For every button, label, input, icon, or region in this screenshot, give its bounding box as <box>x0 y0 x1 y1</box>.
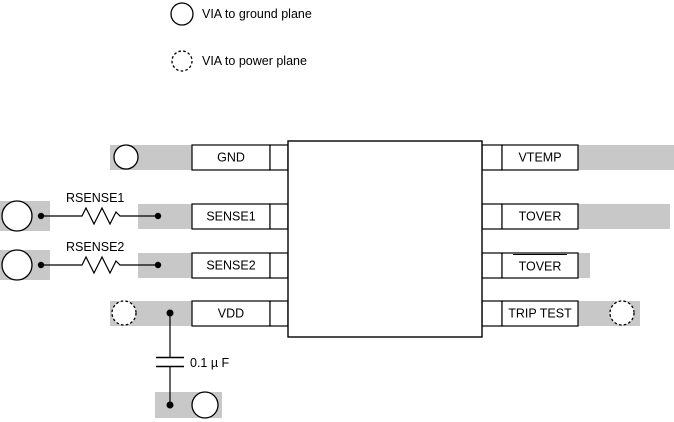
via-ground-gnd-pin <box>113 144 139 170</box>
junction-dot-rsense2-right <box>154 261 162 269</box>
pin-box-gnd <box>191 144 271 171</box>
pin-stub-tover-bar <box>481 252 503 279</box>
pin-stub-tover <box>481 203 503 230</box>
trace-tover-bar <box>578 253 590 278</box>
pin-box-sense1 <box>191 203 271 230</box>
pin-stub-vdd <box>269 300 289 327</box>
pin-box-trip-test <box>501 300 579 327</box>
junction-dot-capacitor-ground <box>166 401 174 409</box>
via-ground-icon <box>170 2 194 26</box>
via-power-icon <box>171 50 193 72</box>
ref-label-rsense1: RSENSE1 <box>66 191 124 205</box>
pin-box-tover <box>501 203 579 230</box>
ic-body <box>287 140 483 338</box>
pin-label-trip-test: TRIP TEST <box>508 306 572 320</box>
junction-dot-rsense1-right <box>154 212 162 220</box>
pin-box-tover-bar <box>501 252 579 279</box>
pin-label-sense1: SENSE1 <box>206 209 255 223</box>
pin-label-vtemp: VTEMP <box>518 150 561 164</box>
pin-box-vtemp <box>501 144 579 171</box>
trace-vtemp <box>578 145 674 170</box>
resistor-rsense2 <box>41 255 158 275</box>
pin-stub-vtemp <box>481 144 503 171</box>
ref-label-rsense2: RSENSE2 <box>66 240 124 254</box>
junction-dot-rsense2-left <box>37 261 45 269</box>
pin-label-tover: TOVER <box>519 209 562 223</box>
junction-dot-rsense1-left <box>37 212 45 220</box>
pin-stub-sense1 <box>269 203 289 230</box>
trace-tover <box>578 204 670 229</box>
legend-item-power-label: VIA to power plane <box>202 54 307 68</box>
pin-label-gnd: GND <box>217 150 245 164</box>
legend-item-ground-label: VIA to ground plane <box>202 7 312 21</box>
ref-label-capacitor: 0.1 µ F <box>190 356 230 370</box>
pin-label-sense2: SENSE2 <box>206 258 255 272</box>
pin-label-tover-bar: TOVER <box>519 259 562 273</box>
via-power-trip-test <box>609 300 635 326</box>
via-ground-rsense2 <box>1 249 33 281</box>
via-power-vdd-pin <box>111 300 137 326</box>
resistor-rsense1 <box>41 206 158 226</box>
pin-label-vdd: VDD <box>218 306 244 320</box>
pin-stub-gnd <box>269 144 289 171</box>
pin-stub-sense2 <box>269 252 289 279</box>
via-ground-capacitor <box>191 391 219 419</box>
pin-stub-trip-test <box>481 300 503 327</box>
via-ground-rsense1 <box>1 200 33 232</box>
